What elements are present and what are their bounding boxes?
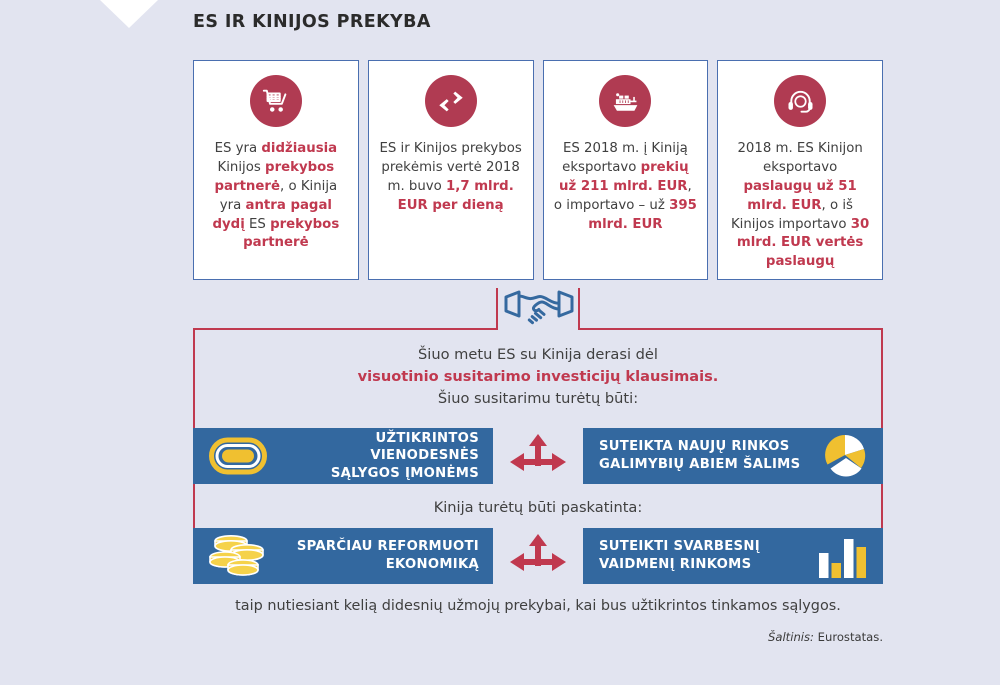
label-line: SPARČIAU REFORMUOTI: [296, 539, 479, 555]
connector-tick-right: [578, 288, 580, 330]
stat-card-text: ES 2018 m. į Kiniją eksportavo prekių už…: [553, 141, 697, 232]
second-section-label: Kinija turėtų būti paskatinta:: [433, 499, 643, 516]
outcome-bar-new-market-opportunities[interactable]: SUTEIKTA NAUJŲ RINKOS GALIMYBIŲ ABIEM ŠA…: [583, 428, 883, 484]
source-value: Eurostatas.: [813, 630, 883, 644]
three-way-arrow-icon: [493, 433, 583, 479]
label-line: UŽTIKRINTOS VIENODESNĖS: [370, 430, 479, 464]
handshake-connector-band: [193, 288, 883, 336]
outcome-row-2: SPARČIAU REFORMUOTI EKONOMIKĄ SUTEIKTI S…: [193, 528, 883, 584]
outcome-bar-equal-conditions[interactable]: UŽTIKRINTOS VIENODESNĖS SĄLYGOS ĮMONĖMS: [193, 428, 493, 484]
exchange-arrows-icon: [424, 75, 477, 127]
outcome-bar-reform-economy[interactable]: SPARČIAU REFORMUOTI EKONOMIKĄ: [193, 528, 493, 584]
stat-card-text: ES yra didžiausia Kinijos prekybos partn…: [212, 141, 340, 251]
stat-card-text: 2018 m. ES Kinijon eksportavo paslaugų u…: [730, 141, 870, 270]
label-line: SUTEIKTI SVARBESNĮ: [599, 539, 760, 555]
stat-card-trade-value: ES ir Kinijos prekybos prekėmis vertė 20…: [367, 60, 534, 280]
outcome-bar-label: SPARČIAU REFORMUOTI EKONOMIKĄ: [297, 538, 479, 573]
cargo-ship-icon: [599, 75, 652, 127]
outcome-bar-greater-market-role[interactable]: SUTEIKTI SVARBESNĮ VAIDMENĮ RINKOMS: [583, 528, 883, 584]
stat-card-goods-trade: ES 2018 m. į Kiniją eksportavo prekių už…: [542, 60, 709, 280]
bottom-description: taip nutiesiant kelią didesnių užmojų pr…: [235, 598, 841, 614]
connector-line-left: [193, 328, 498, 330]
headset-icon: [774, 75, 827, 127]
outcome-bar-label: SUTEIKTA NAUJŲ RINKOS GALIMYBIŲ ABIEM ŠA…: [599, 438, 800, 473]
label-line: GALIMYBIŲ ABIEM ŠALIMS: [599, 457, 801, 472]
middle-description: Šiuo metu ES su Kinija derasi dėl visuot…: [193, 344, 883, 411]
three-way-arrow-icon: [493, 533, 583, 579]
stat-card-text: ES ir Kinijos prekybos prekėmis vertė 20…: [379, 141, 522, 213]
stacked-coins-icon: [209, 533, 273, 579]
outcome-bar-label: SUTEIKTI SVARBESNĮ VAIDMENĮ RINKOMS: [599, 538, 760, 573]
handshake-icon: [500, 286, 578, 334]
outcome-row-1: UŽTIKRINTOS VIENODESNĖS SĄLYGOS ĮMONĖMS …: [193, 428, 883, 484]
connector-tick-left: [496, 288, 498, 330]
label-line: VAIDMENĮ RINKOMS: [599, 557, 752, 572]
outcome-bar-label: UŽTIKRINTOS VIENODESNĖS SĄLYGOS ĮMONĖMS: [267, 430, 479, 483]
shopping-cart-icon: [249, 75, 302, 127]
stat-card-services-trade: 2018 m. ES Kinijon eksportavo paslaugų u…: [717, 60, 883, 280]
source-label: Šaltinis:: [768, 630, 814, 644]
stat-card-trade-partner: ES yra didžiausia Kinijos prekybos partn…: [193, 60, 359, 280]
middle-line-2-highlight: visuotinio susitarimo investicijų klausi…: [357, 368, 719, 386]
stat-cards-container: ES yra didžiausia Kinijos prekybos partn…: [193, 60, 883, 280]
pie-chart-icon: [823, 434, 869, 478]
oval-track-icon: [209, 437, 267, 475]
source-note: Šaltinis: Eurostatas.: [193, 630, 883, 644]
label-line: EKONOMIKĄ: [385, 557, 479, 572]
middle-line-3: Šiuo susitarimu turėtų būti:: [437, 390, 639, 408]
label-line: SUTEIKTA NAUJŲ RINKOS: [599, 439, 790, 455]
bar-chart-icon: [817, 534, 869, 578]
page-title: ES IR KINIJOS PREKYBA: [193, 12, 431, 32]
middle-line-1: Šiuo metu ES su Kinija derasi dėl: [418, 346, 658, 363]
corner-chevron-decoration: [100, 0, 158, 28]
connector-line-right: [578, 328, 883, 330]
label-line: SĄLYGOS ĮMONĖMS: [330, 465, 479, 481]
